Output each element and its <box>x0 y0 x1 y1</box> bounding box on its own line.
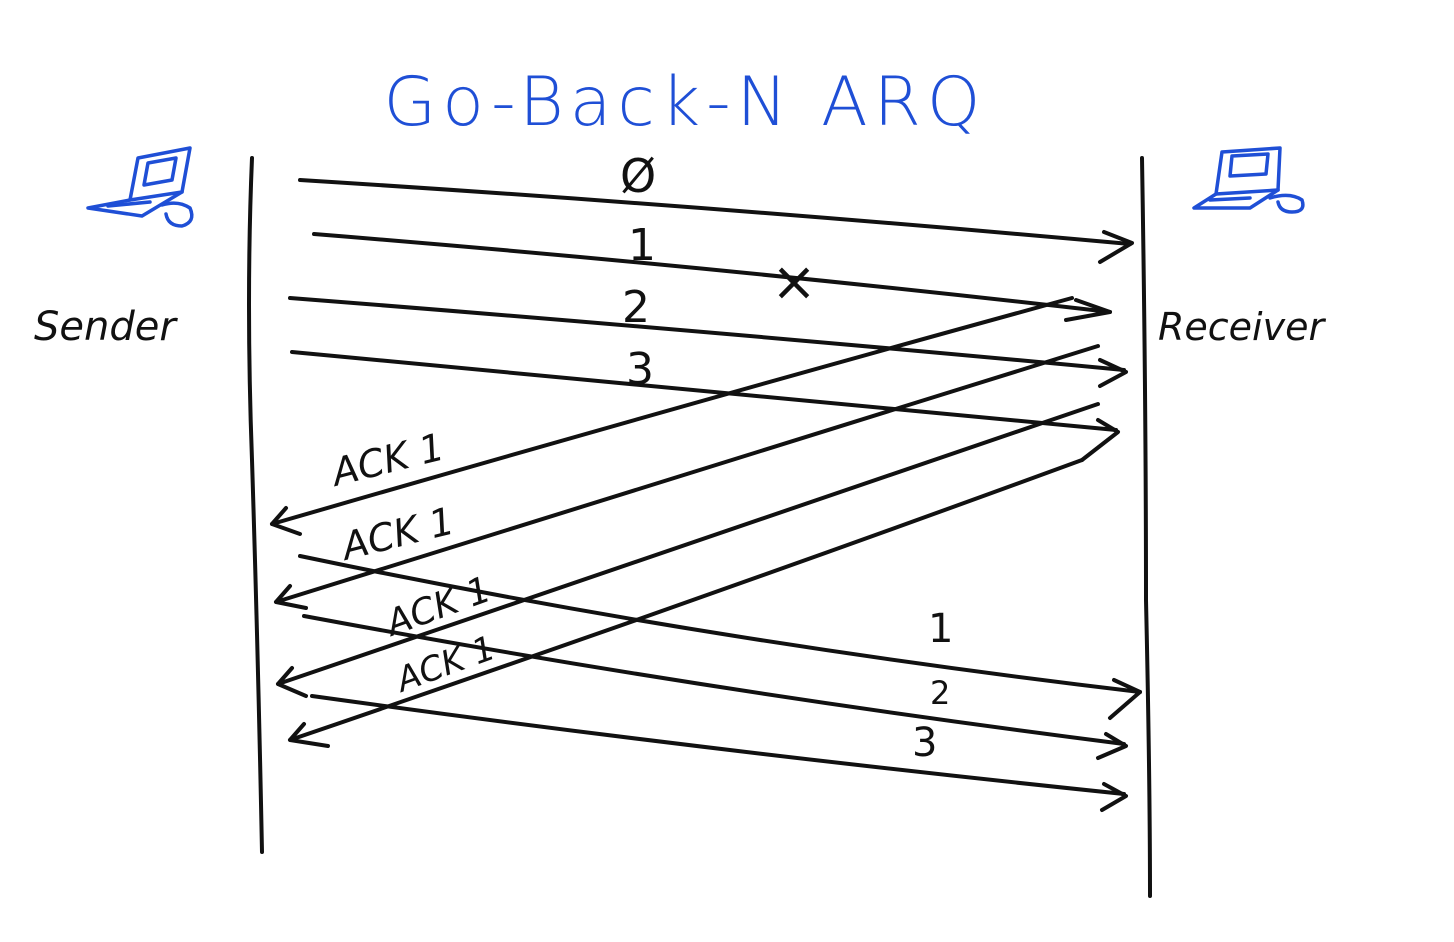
receiver-label: Receiver <box>1158 305 1326 349</box>
diagram-title: Go-Back-N ARQ <box>384 63 987 142</box>
frame-arrow <box>298 178 1132 246</box>
ack-arrow <box>276 402 1100 686</box>
frame-label: Ø <box>620 149 656 203</box>
frame-label: 2 <box>622 282 650 333</box>
laptop-icon <box>1192 146 1305 214</box>
ack-label: ACK 1 <box>335 499 459 570</box>
retransmit-label: 2 <box>930 674 950 712</box>
arrow-head <box>1100 782 1128 812</box>
arrow-head <box>1080 418 1120 462</box>
laptop-icon <box>86 146 194 228</box>
retransmit-arrow <box>302 614 1126 746</box>
retransmit-arrow <box>298 554 1142 694</box>
frame-label: 1 <box>628 220 656 271</box>
receiver-timeline <box>1140 156 1152 898</box>
arrow-head <box>1096 732 1128 760</box>
arrow-head <box>274 584 308 610</box>
arrow-head <box>288 722 330 748</box>
arrow-head <box>1108 678 1142 720</box>
arrow-head <box>1064 298 1112 322</box>
ack-label: ACK 1 <box>325 425 449 496</box>
retransmit-arrow <box>310 694 1126 796</box>
retransmit-label: 1 <box>928 606 953 652</box>
frame-arrow <box>312 232 1112 314</box>
ack-arrow <box>274 344 1100 604</box>
ack-arrow <box>270 296 1074 526</box>
frame-label: 3 <box>626 344 654 395</box>
frame-arrow <box>288 296 1126 372</box>
arrow-head <box>1098 230 1134 264</box>
lost-marker: × <box>771 250 816 313</box>
sender-label: Sender <box>34 304 178 350</box>
arrow-head <box>276 666 308 698</box>
frame-arrow <box>290 350 1118 432</box>
ack-arrow <box>288 458 1084 742</box>
arrow-head <box>1098 358 1128 388</box>
arrow-head <box>270 506 302 536</box>
sender-timeline <box>247 156 264 854</box>
retransmit-label: 3 <box>912 720 937 766</box>
